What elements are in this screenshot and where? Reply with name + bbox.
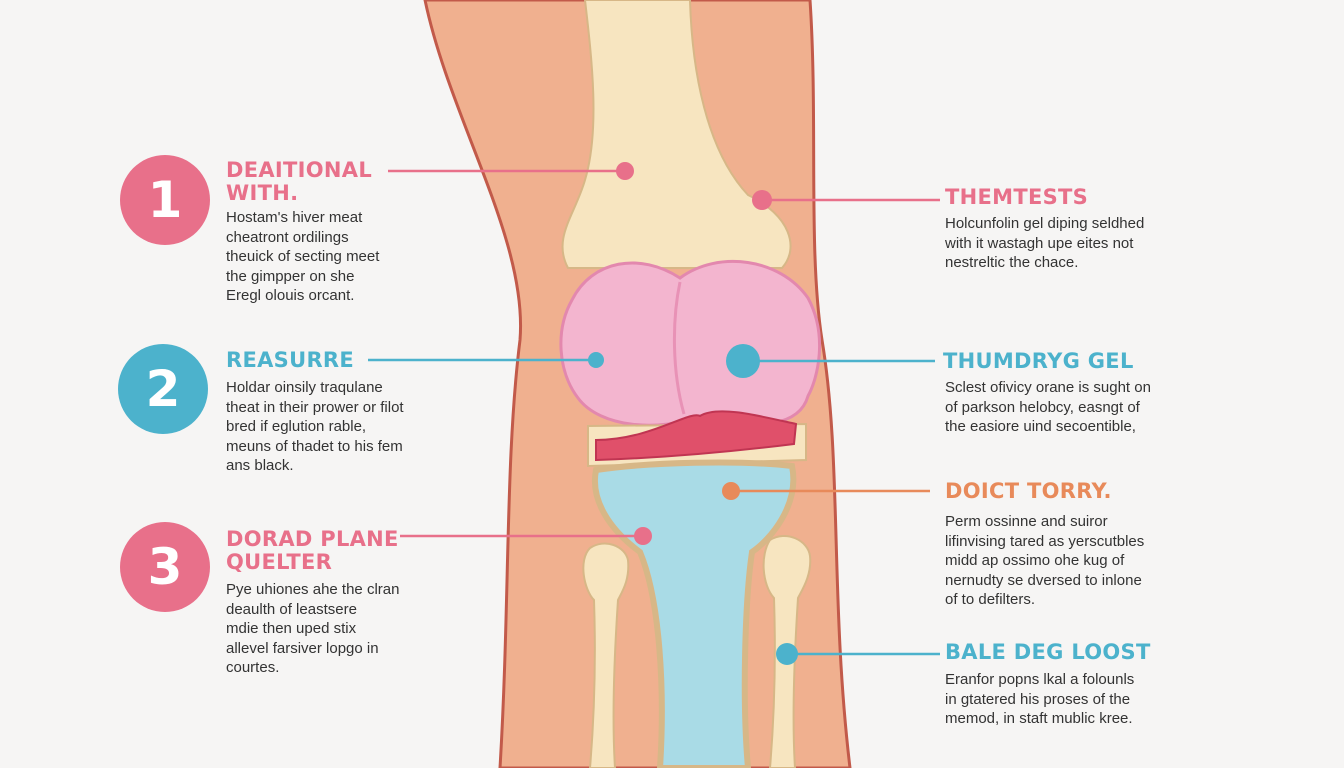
callout-right-1-title: THEMTESTS [945,185,1089,209]
callout-2-text: Holdar oinsily traqulane theat in their … [226,379,404,474]
number-badge-3: 3 [120,522,210,612]
patella-cartilage [559,259,821,427]
number-badge-2: 2 [118,344,208,434]
callout-2-title: REASURRE [226,348,355,372]
fibula-left [582,542,630,768]
callout-right-4-title: BALE DEG LOOST [945,640,1151,664]
callout-right-4-text: Eranfor popns lkal a folounls in gtatere… [945,671,1135,727]
callout-3-text: Pye uhiones ahe the clran deaulth of lea… [226,581,400,676]
connector-lines [368,162,940,665]
callout-right-3-title: DOICT TORRY. [945,479,1112,503]
callout-right-2-text: Sclest ofivicy orane is sught on of park… [945,379,1151,435]
callout-3-title: DORAD PLANE QUELTER [226,527,399,574]
number-badge-1: 1 [120,155,210,245]
femur-bone [561,0,792,269]
callout-1-title: DEAITIONAL WITH. [226,158,373,205]
meniscus [595,410,798,462]
callout-right-3-text: Perm ossinne and suiror lifinvising tare… [945,513,1145,608]
callout-right-1-text: Holcunfolin gel diping seldhed with it w… [945,215,1145,271]
callout-right-2-title: THUMDRYG GEL [943,349,1134,373]
callout-1-text: Hostam's hiver meat cheatront ordilings … [226,209,380,304]
